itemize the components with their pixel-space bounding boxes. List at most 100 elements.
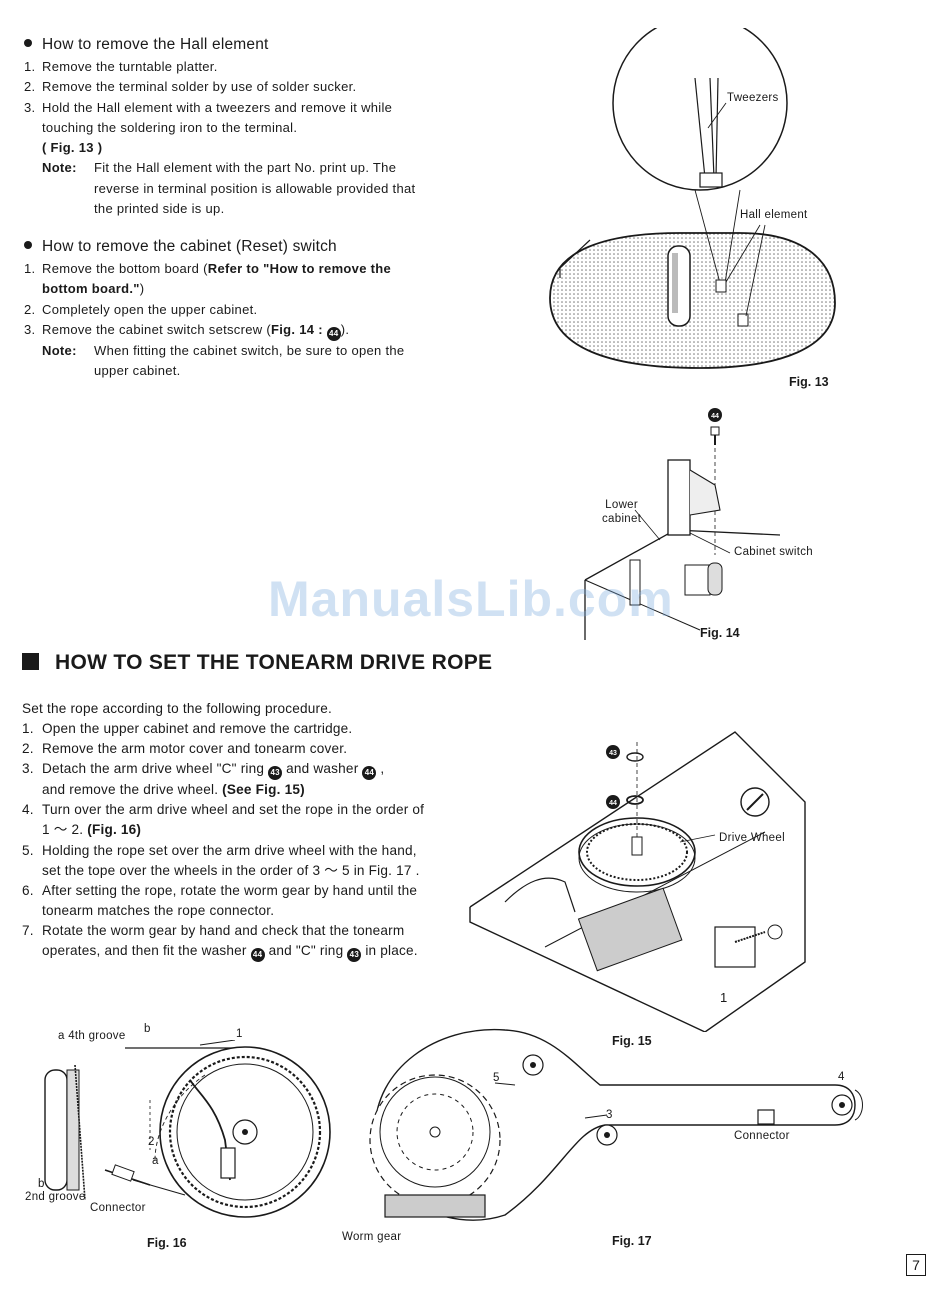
hall-step-1: 1. Remove the turntable platter. xyxy=(24,57,429,77)
tonearm-step-5: 5. Holding the rope set over the arm driv… xyxy=(22,841,427,881)
cabinet-step-1: 1.Remove the bottom board (Refer to "How… xyxy=(24,259,429,300)
step-text-body: Remove the bottom board ( xyxy=(42,261,208,276)
cabinet-note: Note: When fitting the cabinet switch, b… xyxy=(42,341,429,382)
fig-reference: ( Fig. 13 ) xyxy=(42,140,103,156)
fig14-label: Fig. 14 xyxy=(700,626,740,640)
step-text-a: Rotate the worm gear by hand and check t… xyxy=(42,922,405,959)
note-label: Note: xyxy=(42,342,77,358)
step-text: Detach the arm drive wheel "C" ring 43 a… xyxy=(42,759,384,800)
bullet-icon xyxy=(24,39,32,47)
step-number: 2. xyxy=(24,301,36,317)
part-number-badge: 43 xyxy=(268,766,283,781)
fig16-label: Fig. 16 xyxy=(147,1236,187,1250)
cabinet-steps: 1.Remove the bottom board (Refer to "How… xyxy=(24,259,429,381)
step-text-end: ). xyxy=(340,321,350,337)
lower-cabinet-callout: Lower cabinet xyxy=(602,498,641,526)
step-text: Remove the terminal solder by use of sol… xyxy=(42,79,357,95)
fig15-badge-44: 44 xyxy=(609,800,617,807)
step-text-a: Detach the arm drive wheel "C" ring xyxy=(42,761,265,777)
tonearm-step-2: 2. Remove the arm motor cover and tonearm… xyxy=(22,739,427,759)
step-bold-ref: Refer to "How to remove the bottom board… xyxy=(42,261,392,297)
fig16-2nd-groove-callout: 2nd groove xyxy=(25,1191,86,1203)
tonearm-title-text: HOW TO SET THE TONEARM DRIVE ROPE xyxy=(55,651,493,674)
cabinet-step-2: 2. Completely open the upper cabinet. xyxy=(24,300,429,320)
note-text: Fit the Hall element with the part No. p… xyxy=(94,160,416,217)
hall-step-3: 3. Hold the Hall element with a tweezers … xyxy=(24,98,429,159)
step-text: Remove the turntable platter. xyxy=(42,59,218,74)
fig16-connector-callout: Connector xyxy=(90,1202,146,1214)
step-text-end: ) xyxy=(139,281,145,297)
step-number: 7. xyxy=(22,922,34,938)
fig14-illustration: 44 xyxy=(584,408,781,640)
lower-cabinet-line1: Lower xyxy=(605,499,638,511)
step-number: 5. xyxy=(22,842,34,858)
step-number: 1. xyxy=(24,59,36,74)
watermark-text: ManualsLib.com xyxy=(268,571,674,627)
step-text-c: in place. xyxy=(365,943,418,959)
bullet-icon xyxy=(24,241,32,249)
step-text: Rotate the worm gear by hand and check t… xyxy=(42,921,427,963)
hall-element-callout: Hall element xyxy=(740,209,808,221)
tonearm-step-1: 1.Open the upper cabinet and remove the … xyxy=(22,719,427,739)
part-number-badge: 43 xyxy=(347,948,362,963)
step-number: 3. xyxy=(22,761,34,777)
hall-steps: 1. Remove the turntable platter. 2. Remove… xyxy=(24,57,429,219)
step-number: 2. xyxy=(24,79,36,95)
hall-step-2: 2. Remove the terminal solder by use of s… xyxy=(24,77,429,97)
cabinet-title-text: How to remove the cabinet (Reset) switch xyxy=(42,238,337,255)
fig15-illustration: 43 44 1 xyxy=(469,731,806,1032)
tonearm-section-heading: HOW TO SET THE TONEARM DRIVE ROPE xyxy=(22,651,492,675)
fig16-step-2: 2 xyxy=(148,1136,155,1148)
part-number-badge: 44 xyxy=(362,766,377,781)
lower-cabinet-line2: cabinet xyxy=(602,513,642,525)
drive-wheel-callout: Drive Wheel xyxy=(719,832,785,844)
step-text: Remove the arm motor cover and tonearm c… xyxy=(42,741,348,757)
cabinet-step-3: 3.Remove the cabinet switch setscrew (Fi… xyxy=(24,320,429,341)
fig16-a-bottom: a xyxy=(152,1155,159,1167)
tonearm-step-7: 7. Rotate the worm gear by hand and check… xyxy=(22,921,427,963)
fig16-illustration xyxy=(44,1040,331,1218)
fig17-step-4: 4 xyxy=(838,1071,845,1083)
fig16-4th-groove-callout: a 4th groove xyxy=(58,1030,126,1042)
fig15-step-1: 1 xyxy=(720,990,727,1005)
fig17-connector-callout: Connector xyxy=(734,1130,790,1142)
fig13-label: Fig. 13 xyxy=(789,375,829,389)
fig17-label: Fig. 17 xyxy=(612,1234,652,1248)
step-text: Hold the Hall element with a tweezers an… xyxy=(42,98,429,159)
page-number: 7 xyxy=(906,1254,926,1276)
step-text-a: Turn over the arm drive wheel and set th… xyxy=(42,802,425,838)
fig13-illustration xyxy=(549,28,836,369)
hall-section-title: How to remove the Hall element xyxy=(24,36,269,54)
cabinet-switch-callout: Cabinet switch xyxy=(734,546,813,558)
cabinet-section-title: How to remove the cabinet (Reset) switch xyxy=(24,238,337,256)
step-text-body: Remove the cabinet switch setscrew ( xyxy=(42,321,271,337)
fig16-step-1: 1 xyxy=(236,1028,243,1040)
fig16-b-top: b xyxy=(144,1023,151,1035)
step-number: 3. xyxy=(24,321,36,337)
step-number: 3. xyxy=(24,99,36,115)
step-text-c: , xyxy=(380,761,385,777)
fig17-step-5: 5 xyxy=(493,1072,500,1084)
tonearm-steps: Set the rope according to the following … xyxy=(22,699,427,963)
part-number-badge: 44 xyxy=(326,326,341,341)
step-number: 1. xyxy=(22,721,34,737)
fig14-part-badge: 44 xyxy=(711,413,719,420)
hall-note: Note: Fit the Hall element with the part… xyxy=(42,158,429,219)
note-label: Note: xyxy=(42,160,77,176)
tonearm-step-3: 3. Detach the arm drive wheel "C" ring 43… xyxy=(22,759,427,800)
step-number: 2. xyxy=(22,741,34,757)
fig15-badge-43: 43 xyxy=(609,750,617,757)
fig16-b-bottom: b xyxy=(38,1178,45,1190)
step-text: Completely open the upper cabinet. xyxy=(42,301,258,317)
step-text-b: and "C" ring xyxy=(268,943,344,959)
step-number: 4. xyxy=(22,802,34,818)
tonearm-step-4: 4. Turn over the arm drive wheel and set … xyxy=(22,800,427,840)
step-text-body: Hold the Hall element with a tweezers an… xyxy=(42,99,393,135)
step-text: Holding the rope set over the arm drive … xyxy=(42,842,420,878)
step-text: After setting the rope, rotate the worm … xyxy=(42,882,418,918)
fig-reference: (Fig. 16) xyxy=(87,822,142,838)
step-text: Remove the bottom board (Refer to "How t… xyxy=(42,259,429,300)
fig-reference: (See Fig. 15) xyxy=(222,782,305,798)
fig17-illustration xyxy=(369,1028,863,1221)
hall-title-text: How to remove the Hall element xyxy=(42,36,269,53)
